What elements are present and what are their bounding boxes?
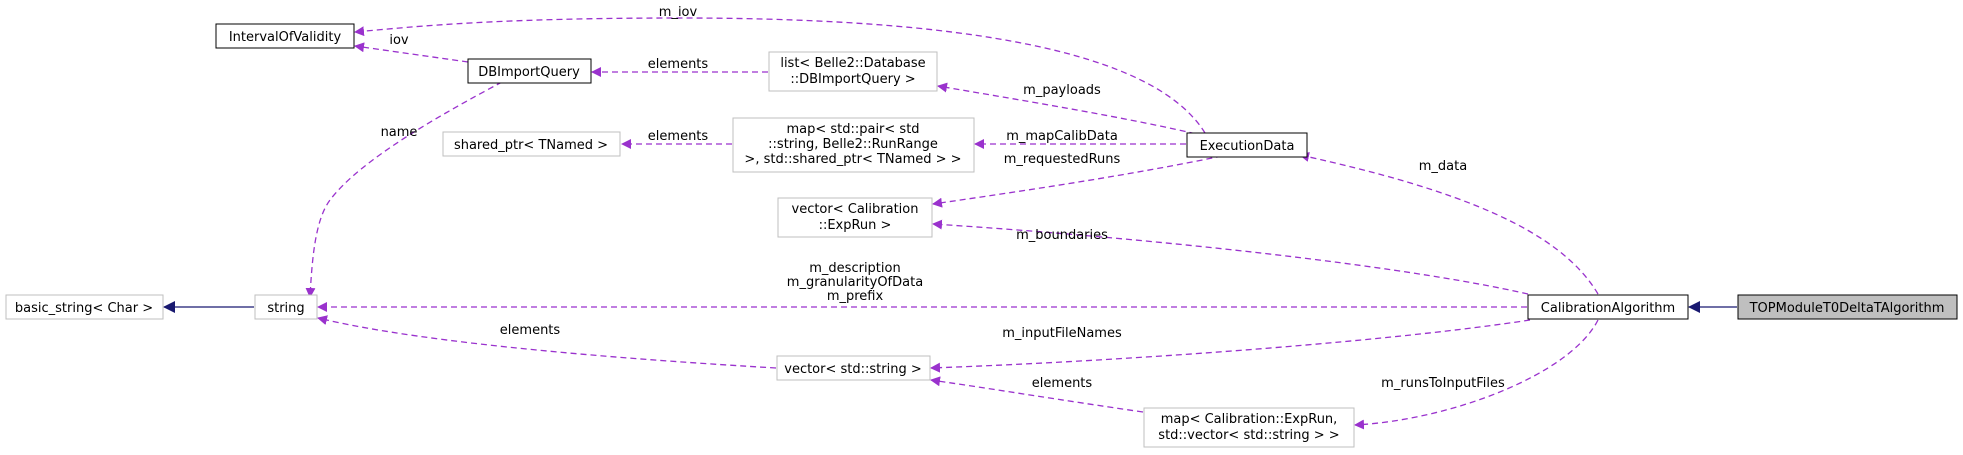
node-execution-data[interactable]: ExecutionData — [1186, 132, 1308, 158]
node-calibration-algorithm[interactable]: CalibrationAlgorithm — [1527, 294, 1689, 320]
svg-text:basic_string< Char >: basic_string< Char > — [15, 301, 153, 316]
svg-text:vector< Calibration: vector< Calibration — [792, 202, 919, 217]
node-map-exprun[interactable]: map< Calibration::ExpRun, std::vector< s… — [1143, 407, 1355, 448]
edge-m-runstoinputfiles — [1354, 319, 1599, 430]
nodes: TOPModuleT0DeltaTAlgorithm CalibrationAl… — [5, 23, 1958, 448]
node-top-module[interactable]: TOPModuleT0DeltaTAlgorithm — [1737, 294, 1958, 320]
node-vector-string[interactable]: vector< std::string > — [776, 355, 931, 381]
svg-text:::string, Belle2::RunRange: ::string, Belle2::RunRange — [768, 137, 938, 152]
label-name: name — [381, 125, 418, 140]
label-elements-map: elements — [648, 129, 709, 144]
svg-text:list< Belle2::Database: list< Belle2::Database — [780, 56, 925, 71]
node-db-import-query[interactable]: DBImportQuery — [467, 58, 592, 84]
edge-iov — [354, 42, 469, 63]
svg-text:DBImportQuery: DBImportQuery — [478, 65, 580, 80]
node-basic-string[interactable]: basic_string< Char > — [5, 294, 164, 320]
edge-m-payloads — [937, 82, 1206, 137]
svg-text:IntervalOfValidity: IntervalOfValidity — [229, 30, 342, 45]
label-m-iov: m_iov — [659, 5, 698, 20]
edges — [163, 17, 1737, 430]
node-map-pair[interactable]: map< std::pair< std ::string, Belle2::Ru… — [732, 117, 975, 173]
edge-m-inputfilenames — [930, 319, 1531, 373]
node-shared-ptr[interactable]: shared_ptr< TNamed > — [442, 131, 621, 157]
label-elements-string: elements — [500, 323, 561, 338]
svg-text:::ExpRun >: ::ExpRun > — [819, 218, 892, 233]
svg-text:>, std::shared_ptr< TNamed > >: >, std::shared_ptr< TNamed > > — [744, 152, 961, 167]
label-m-description: m_description — [809, 261, 900, 276]
label-m-prefix: m_prefix — [827, 289, 884, 304]
svg-text:CalibrationAlgorithm: CalibrationAlgorithm — [1541, 301, 1675, 316]
svg-text:ExecutionData: ExecutionData — [1200, 139, 1295, 154]
label-m-runstoinputfiles: m_runsToInputFiles — [1381, 376, 1505, 391]
edge-m-data — [1299, 152, 1599, 295]
edge-name — [305, 81, 503, 298]
label-elements-list: elements — [648, 57, 709, 72]
svg-text:string: string — [267, 301, 304, 316]
label-m-boundaries: m_boundaries — [1016, 228, 1108, 243]
edge-m-requestedruns — [932, 155, 1223, 208]
label-m-payloads: m_payloads — [1023, 83, 1101, 98]
label-m-mapcalibdata: m_mapCalibData — [1006, 129, 1118, 144]
svg-text:std::vector< std::string > >: std::vector< std::string > > — [1158, 428, 1339, 443]
node-interval-of-validity[interactable]: IntervalOfValidity — [215, 23, 355, 49]
svg-text:map< Calibration::ExpRun,: map< Calibration::ExpRun, — [1161, 412, 1338, 427]
edge-m-iov — [354, 17, 1206, 134]
edge-labels: m_iov iov elements m_payloads name eleme… — [381, 5, 1505, 391]
svg-text:TOPModuleT0DeltaTAlgorithm: TOPModuleT0DeltaTAlgorithm — [1749, 301, 1945, 316]
edge-m-boundaries — [932, 219, 1529, 295]
label-elements-vector: elements — [1032, 376, 1093, 391]
node-string[interactable]: string — [254, 294, 318, 320]
svg-text:::DBImportQuery >: ::DBImportQuery > — [790, 72, 915, 87]
edge-elements-vector — [930, 376, 1144, 413]
svg-text:shared_ptr< TNamed >: shared_ptr< TNamed > — [454, 138, 608, 153]
label-m-inputfilenames: m_inputFileNames — [1002, 326, 1122, 341]
svg-text:map< std::pair< std: map< std::pair< std — [786, 122, 919, 137]
node-list-dbimportquery[interactable]: list< Belle2::Database ::DBImportQuery > — [768, 51, 938, 92]
label-iov: iov — [389, 33, 409, 48]
label-m-data: m_data — [1419, 159, 1467, 174]
svg-text:vector< std::string >: vector< std::string > — [784, 362, 921, 377]
label-m-granularityofdata: m_granularityOfData — [787, 275, 923, 290]
node-vector-exprun[interactable]: vector< Calibration ::ExpRun > — [777, 197, 933, 238]
label-m-requestedruns: m_requestedRuns — [1004, 152, 1121, 167]
